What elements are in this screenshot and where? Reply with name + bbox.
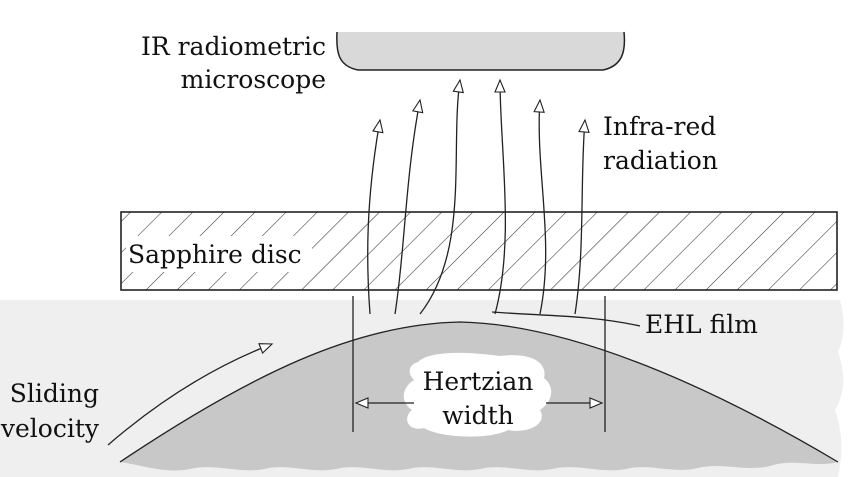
radiation-arrow-5 [533, 98, 547, 315]
radiation-arrow-4 [494, 78, 507, 315]
microscope-label-line2: microscope [181, 65, 326, 94]
radiation-arrow-6 [574, 118, 590, 315]
hertzian-label-line1: Hertzian [423, 367, 534, 396]
disc-label-backing [126, 236, 312, 272]
ehl-film-label: EHL film [645, 310, 758, 339]
radiation-arrow-3 [419, 78, 464, 315]
sliding-velocity-label-line2: velocity [0, 414, 100, 443]
ball-outline [119, 321, 839, 463]
disc-label: Sapphire disc [128, 240, 302, 269]
radiation-label-line1: Infra-red [603, 112, 716, 141]
infrared-radiation-arrows [367, 78, 590, 315]
microscope-objective [336, 31, 626, 71]
radiation-arrow-2 [394, 98, 424, 315]
sliding-velocity-arrow [107, 343, 274, 446]
sliding-velocity-label-line1: Sliding [10, 379, 99, 408]
radiation-label-line2: radiation [603, 146, 718, 175]
microscope-label-line1: IR radiometric [141, 32, 326, 61]
hertzian-label-cloud [403, 352, 552, 437]
radiation-arrow-1 [367, 118, 384, 315]
ehl-film-leader [491, 311, 641, 327]
hertzian-label-line2: width [442, 401, 514, 430]
